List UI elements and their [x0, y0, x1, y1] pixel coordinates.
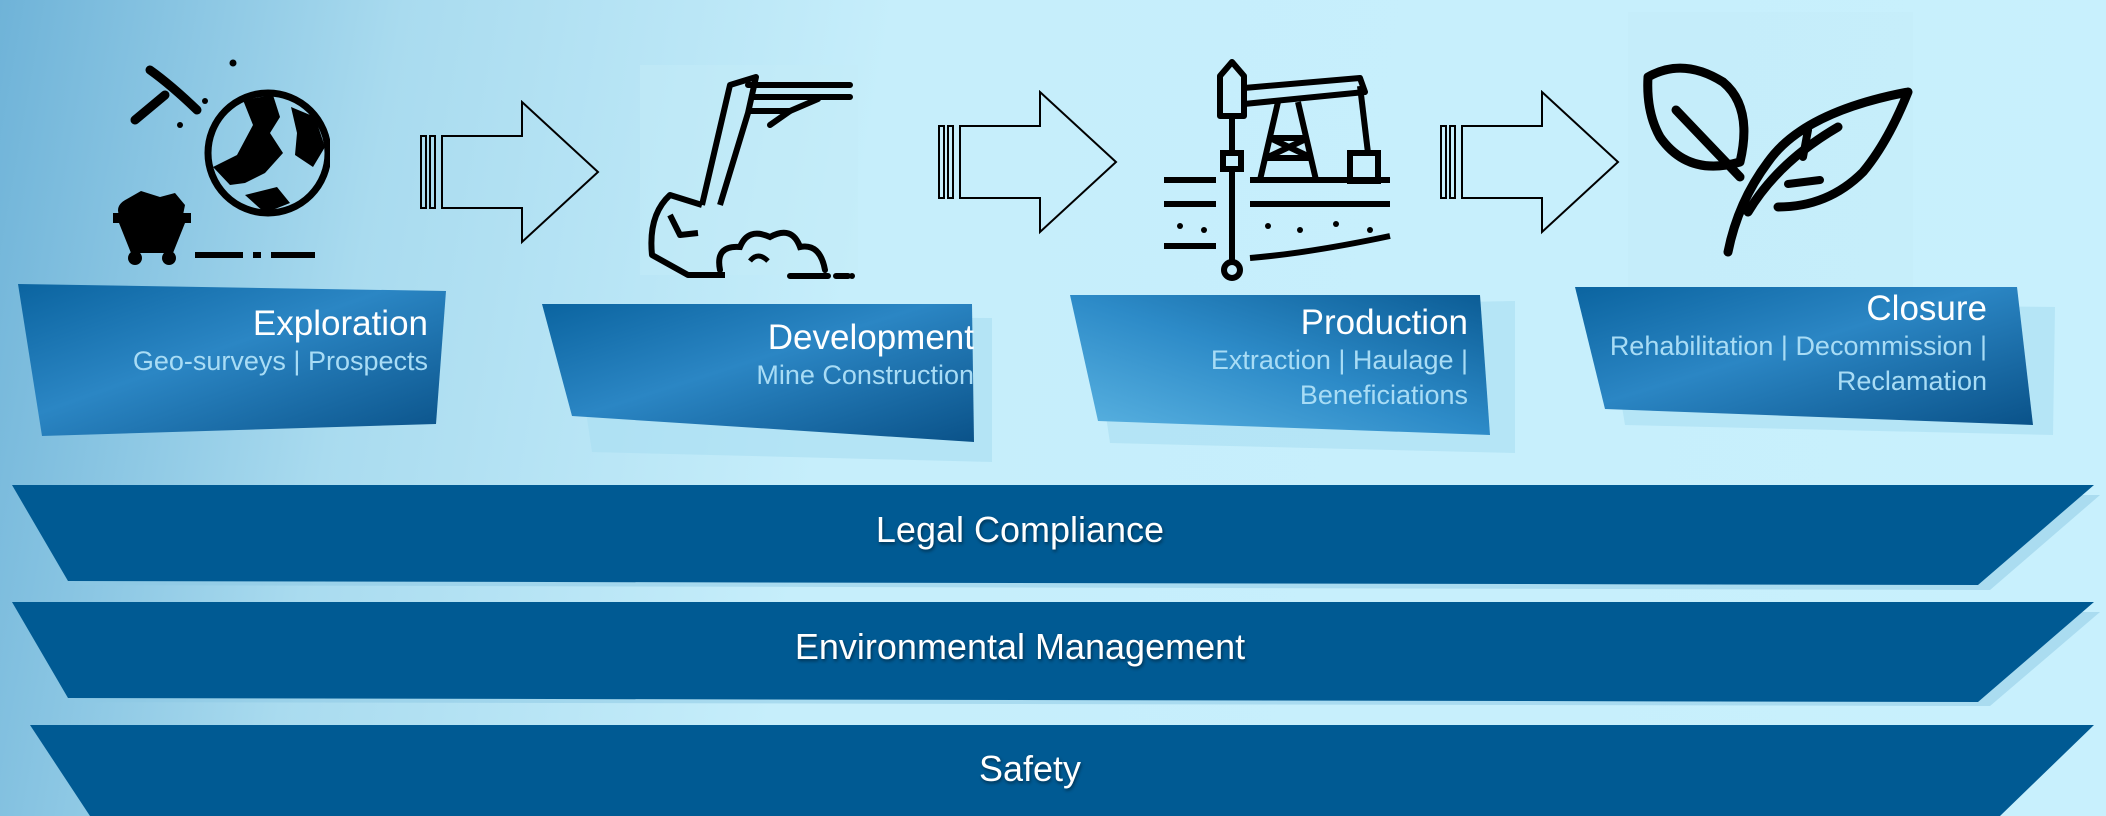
stage-title: Closure	[1866, 289, 1987, 328]
leaves-icon	[1628, 12, 1913, 287]
stage-production: Production Extraction | Haulage | Benefi…	[1070, 293, 1520, 458]
band-safety: Safety	[0, 723, 2106, 816]
stage-subtitle: Reclamation	[1836, 366, 1987, 396]
arrow-right-icon	[420, 99, 600, 250]
excavator-icon	[640, 65, 865, 285]
stage-subtitle: Rehabilitation | Decommission |	[1609, 331, 1987, 361]
band-legal-compliance: Legal Compliance	[0, 485, 2106, 595]
mining-globe-icon	[105, 55, 330, 270]
band-label: Legal Compliance	[875, 509, 1165, 550]
arrow-right-icon	[938, 89, 1118, 240]
stage-closure: Closure Rehabilitation | Decommission | …	[1575, 287, 2055, 437]
band-environmental-management: Environmental Management	[0, 602, 2106, 712]
stage-subtitle: Geo-surveys | Prospects	[132, 346, 428, 376]
pumpjack-icon	[1160, 58, 1395, 283]
stage-subtitle: Mine Construction	[756, 360, 974, 390]
arrow-right-icon	[1440, 89, 1620, 240]
stage-subtitle: Extraction | Haulage |	[1210, 345, 1468, 375]
stage-title: Development	[767, 318, 974, 357]
stage-title: Production	[1300, 303, 1468, 342]
band-label: Environmental Management	[794, 626, 1246, 667]
stage-subtitle: Beneficiations	[1299, 380, 1468, 410]
stage-exploration: Exploration Geo-surveys | Prospects	[18, 284, 458, 444]
band-label: Safety	[978, 748, 1082, 789]
stage-title: Exploration	[252, 304, 428, 343]
stage-development: Development Mine Construction	[542, 302, 1002, 467]
